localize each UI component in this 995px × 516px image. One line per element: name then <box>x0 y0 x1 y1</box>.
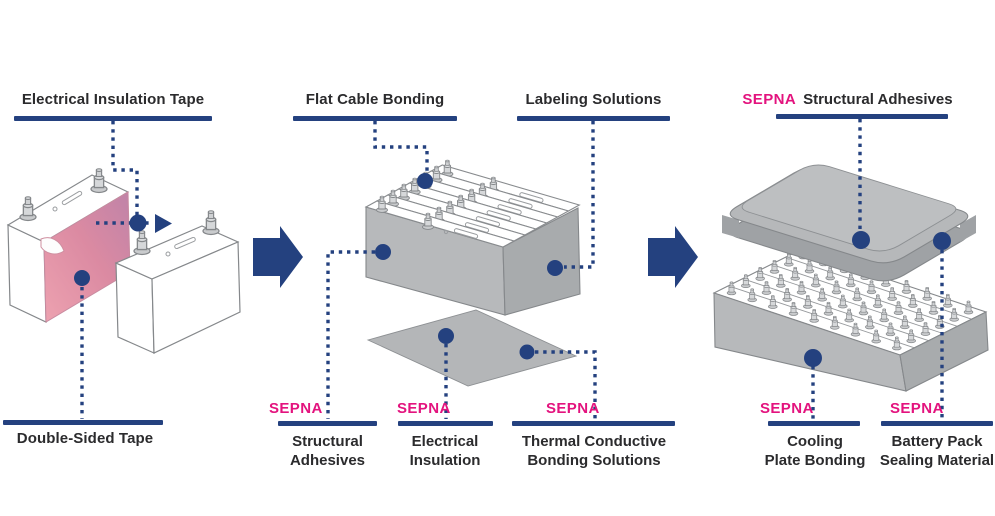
connector-flat-cable-bonding <box>373 121 429 174</box>
label-flat-cable-bonding: Flat Cable Bonding <box>305 91 445 108</box>
sepna-brand: SEPNA <box>546 400 600 417</box>
battery-cell-right <box>114 210 241 354</box>
pack-cell-lines <box>728 256 972 349</box>
underline-flat-cable-bonding <box>293 116 457 121</box>
label-line: Cooling <box>787 433 843 450</box>
battery-pack-body <box>712 245 989 392</box>
label-double-sided-tape: Double-Sided Tape <box>16 430 154 447</box>
dotted-connectors <box>80 119 944 419</box>
sepna-brand: SEPNA <box>890 400 944 417</box>
pack-top-label-text: Structural Adhesives <box>803 91 953 108</box>
dot-module-structural <box>375 244 391 260</box>
overline-thermal-conductive <box>512 421 675 426</box>
label-thermal-conductive: Thermal Conductive Bonding Solutions <box>512 433 676 470</box>
underline-electrical-insulation-tape <box>14 116 212 121</box>
connector-labeling-solutions <box>564 121 595 269</box>
battery-module <box>365 160 581 316</box>
label-electrical-insulation: Electrical Insulation <box>383 433 507 470</box>
thermal-pad-sheet <box>366 309 578 387</box>
sepna-brand: SEPNA <box>269 400 323 417</box>
apply-arrowhead-icon <box>155 214 172 233</box>
overline-electrical-insulation <box>398 421 493 426</box>
label-labeling-solutions: Labeling Solutions <box>525 91 662 108</box>
label-line: Battery Pack <box>891 433 983 450</box>
pack-lid <box>722 164 976 282</box>
label-pack-sealing: Battery Pack Sealing Material <box>876 433 995 470</box>
label-cooling-plate: Cooling Plate Bonding <box>760 433 870 470</box>
callout-dots <box>74 173 951 367</box>
dot-double-sided-tape <box>74 270 90 286</box>
sepna-brand: SEPNA <box>742 91 797 108</box>
underline-pack-structural-adhesives <box>776 114 948 119</box>
overline-pack-sealing <box>881 421 993 426</box>
label-line: Bonding Solutions <box>527 451 661 469</box>
label-line: Thermal Conductive <box>521 433 667 450</box>
label-line: Adhesives <box>289 451 366 469</box>
tape-peel-corner <box>40 237 65 255</box>
dot-pad-thermal <box>519 344 535 360</box>
overline-double-sided-tape <box>3 420 163 425</box>
underline-labeling-solutions <box>517 116 670 121</box>
sepna-brand: SEPNA <box>760 400 814 417</box>
label-electrical-insulation-tape: Electrical Insulation Tape <box>21 91 205 108</box>
sepna-brand: SEPNA <box>397 400 451 417</box>
dot-tape-junction <box>129 214 147 232</box>
label-line: Plate Bonding <box>764 451 866 469</box>
dot-labeling <box>547 260 563 276</box>
dot-flat-cable <box>417 173 433 189</box>
battery-cell-left <box>6 168 131 323</box>
dot-cooling-plate <box>804 349 822 367</box>
label-line: Electrical <box>411 433 479 450</box>
stage-arrow-2-icon <box>648 226 698 288</box>
overline-cooling-plate <box>768 421 860 426</box>
label-line: Sealing Material <box>879 451 995 469</box>
label-pack-structural-adhesives: SEPNA Structural Adhesives <box>700 91 995 109</box>
stage-arrow-1-icon <box>253 226 303 288</box>
label-line: Insulation <box>409 451 481 469</box>
dot-lid-sealing <box>933 232 951 250</box>
connector-thermal-conductive <box>535 350 597 419</box>
connector-structural-adhesives <box>326 250 375 419</box>
label-line: Structural <box>292 433 363 450</box>
dot-lid-adhesive <box>852 231 870 249</box>
dot-pad-insulation <box>438 328 454 344</box>
overline-structural-adhesives <box>278 421 377 426</box>
label-structural-adhesives: Structural Adhesives <box>278 433 377 470</box>
